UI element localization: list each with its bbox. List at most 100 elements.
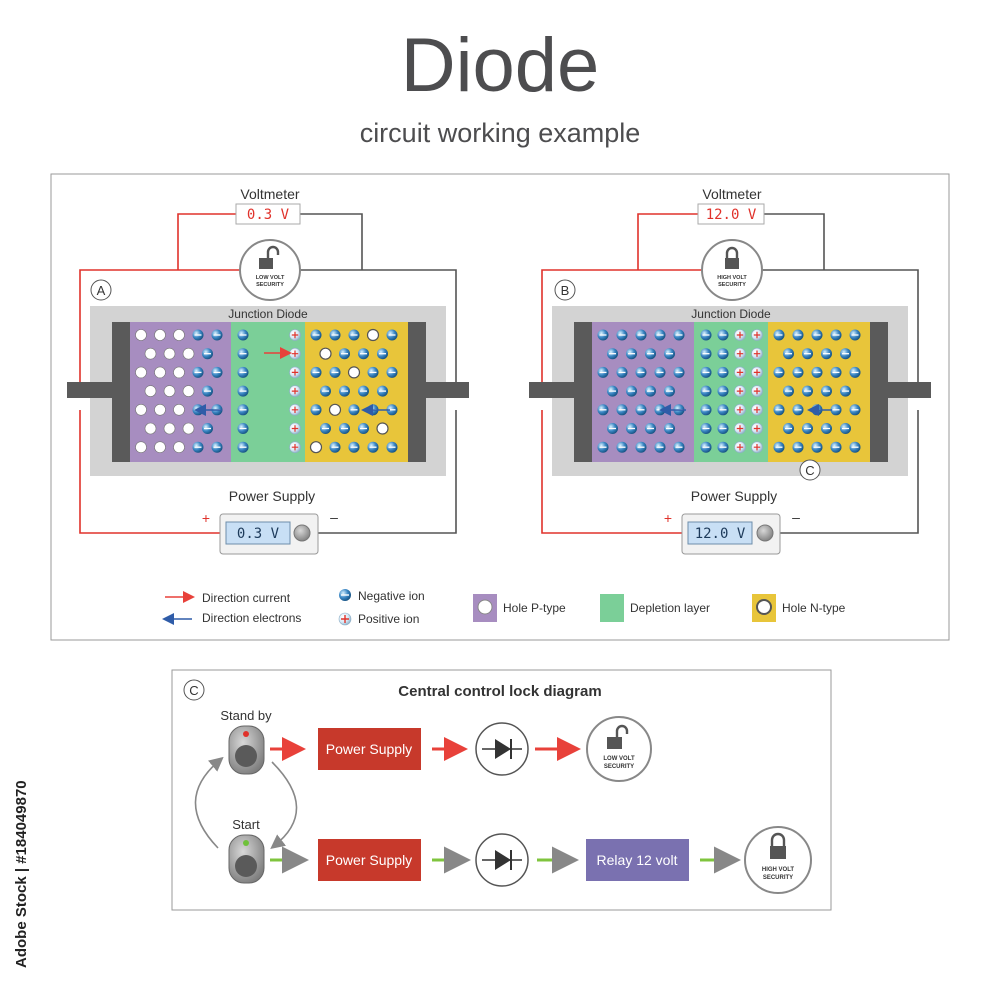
diode-icon [482,739,522,759]
panel-badge [554,279,576,301]
lock-line1: LOW VOLT [256,275,285,281]
hole-particle [163,422,176,435]
legend-current: Direction current [202,591,291,605]
diode-lead-right [424,382,469,398]
hole-particle [182,385,195,397]
legend: Direction current Direction electrons Ne… [162,589,846,626]
unlocked-padlock-icon [259,245,280,269]
lock-line2: SECURITY [718,282,746,288]
power-supply-label: Power Supply [229,488,315,504]
diode-lead-right [886,382,931,398]
hole-particle [182,347,195,360]
panel-badge-letter: A [97,283,106,298]
hole-particle [154,366,166,379]
hole-particle [173,329,185,341]
wire-dark [318,410,457,534]
hole-particle [328,403,342,416]
legend-hole-p: Hole P-type [503,601,566,615]
terminal-right [408,322,426,462]
hole-particle [347,366,361,379]
power-knob [756,524,774,542]
power-supply-reading: 0.3 V [237,526,280,542]
particles-b [597,329,861,454]
start-label: Start [232,817,260,832]
stock-watermark: Adobe Stock | #184049870 [13,780,30,968]
power-supply-screen [225,521,291,545]
diode-lead-left [529,382,574,398]
hole-particle [173,366,185,379]
power-supply-screen [687,521,753,545]
minus-sign: – [330,509,338,525]
voltmeter-label: Voltmeter [702,186,761,202]
voltmeter-reading: 12.0 V [706,207,757,223]
power-supply-block-2 [318,839,421,881]
control-diagram: C Central control lock diagram Stand by … [171,669,832,911]
junction-label: Junction Diode [228,307,308,321]
control-badge [183,679,205,701]
legend-electrons: Direction electrons [202,611,301,625]
voltmeter-label: Voltmeter [240,186,299,202]
legend-depletion-swatch [600,594,624,622]
legend-positive-ion: Positive ion [358,612,419,626]
wire-dark [764,213,825,270]
terminal-left [112,322,130,462]
wire-red [541,410,682,534]
page-title: Diode [400,23,600,108]
hole-particle [144,422,157,435]
wire-red [79,410,220,534]
diode-icon [482,850,522,870]
hole-particle [135,366,147,379]
hole-particle [135,441,147,454]
minus-sign: – [792,509,800,525]
wire-dark [300,213,363,270]
lock2-line2: SECURITY [763,875,793,881]
hole-particle [144,347,157,360]
lock-circle [701,239,763,301]
wire-dark [780,410,919,534]
voltmeter-reading: 0.3 V [247,207,290,223]
legend-negative-ion: Negative ion [358,589,425,603]
unlocked-padlock-icon [607,724,629,749]
particles-a [135,328,398,454]
hole-particle [163,347,176,360]
panel-badge [90,279,112,301]
power-supply-label: Power Supply [691,488,777,504]
legend-hole-n: Hole N-type [782,601,846,615]
hole-particle [154,329,166,341]
hole-particle [173,441,185,454]
hole-particle [366,328,380,342]
hole-particle [154,441,166,454]
lock1-line2: SECURITY [604,764,634,770]
wire-dark [762,269,919,390]
lock2-line1: HIGH VOLT [762,867,795,873]
panel-a: Voltmeter 0.3 V LOW VOLT SECURITY A Junc… [67,186,469,555]
wire-red [637,213,698,270]
standby-switch-icon [228,725,265,775]
power-supply-block-2-label: Power Supply [326,852,412,868]
hole-particle [154,403,166,416]
wire-red [541,269,702,390]
terminal-right [870,322,888,462]
hole-particle [376,422,389,435]
start-switch-icon [228,834,265,884]
standby-label: Stand by [220,708,272,723]
wire-red [79,269,240,390]
watermark-text: Adobe Stock | #184049870 [13,780,30,968]
cycle-arrow-up [194,756,224,849]
lock1-line1: LOW VOLT [603,756,635,762]
wire-red [177,213,236,270]
voltmeter-display [697,203,765,225]
legend-depletion: Depletion layer [630,601,710,615]
power-knob [293,524,311,542]
locked-padlock-icon [770,832,786,859]
hole-particle [173,403,185,416]
lock-circle-high [744,826,812,894]
lock-circle [239,239,301,301]
voltmeter-display [235,203,301,225]
control-badge-letter: C [189,683,198,698]
relay-label: Relay 12 volt [597,852,678,868]
hole-particle [144,385,157,397]
hole-particle [163,385,176,397]
callout-badge [799,459,821,481]
lock-line2: SECURITY [256,282,284,288]
